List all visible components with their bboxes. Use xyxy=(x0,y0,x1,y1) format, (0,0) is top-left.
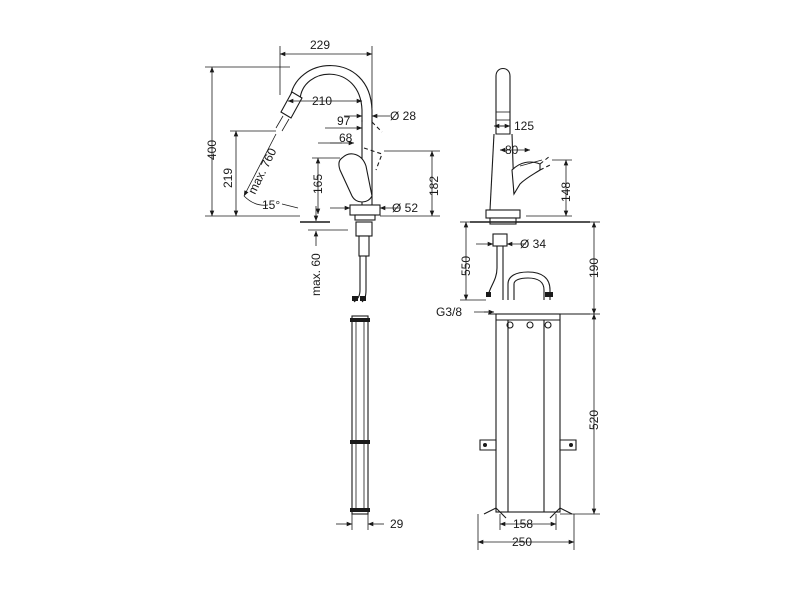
dim-520: 520 xyxy=(587,410,601,430)
dim-29: 29 xyxy=(390,517,404,531)
side-view-dimensions: 125 80 148 Ø 34 550 190 G3/8 520 xyxy=(436,119,601,550)
dim-158: 158 xyxy=(513,517,533,531)
dim-250: 250 xyxy=(512,535,532,549)
side-lever xyxy=(511,161,541,196)
dim-97: 97 xyxy=(337,114,351,128)
faucet-base xyxy=(349,204,381,216)
dim-125: 125 xyxy=(514,119,534,133)
dim-dia-52: Ø 52 xyxy=(392,201,418,215)
dim-max-760: max. 760 xyxy=(245,146,279,197)
dim-229: 229 xyxy=(310,38,330,52)
dim-182: 182 xyxy=(427,176,441,196)
dim-dia-34: Ø 34 xyxy=(520,237,546,251)
dim-68: 68 xyxy=(339,131,353,145)
sink-cabinet xyxy=(495,313,561,513)
dim-550: 550 xyxy=(459,256,473,276)
dim-219: 219 xyxy=(221,168,235,188)
lever-handle xyxy=(338,153,373,203)
front-view xyxy=(275,65,383,515)
dim-148: 148 xyxy=(559,182,573,202)
pullout-spout xyxy=(495,67,511,135)
side-view xyxy=(470,67,590,519)
dim-g3-8: G3/8 xyxy=(436,305,462,319)
dim-210: 210 xyxy=(312,94,332,108)
dim-max-60: max. 60 xyxy=(309,253,323,296)
dim-dia-28: Ø 28 xyxy=(390,109,416,123)
dim-80: 80 xyxy=(505,143,519,157)
dim-165: 165 xyxy=(311,174,325,194)
dim-190: 190 xyxy=(587,258,601,278)
hose-weight-tube xyxy=(351,315,369,515)
dim-angle-15: 15° xyxy=(262,198,280,212)
front-view-dimensions: 229 210 Ø 28 97 68 400 219 max. 760 15° xyxy=(205,38,441,531)
spray-head xyxy=(280,91,303,119)
dim-400: 400 xyxy=(205,140,219,160)
